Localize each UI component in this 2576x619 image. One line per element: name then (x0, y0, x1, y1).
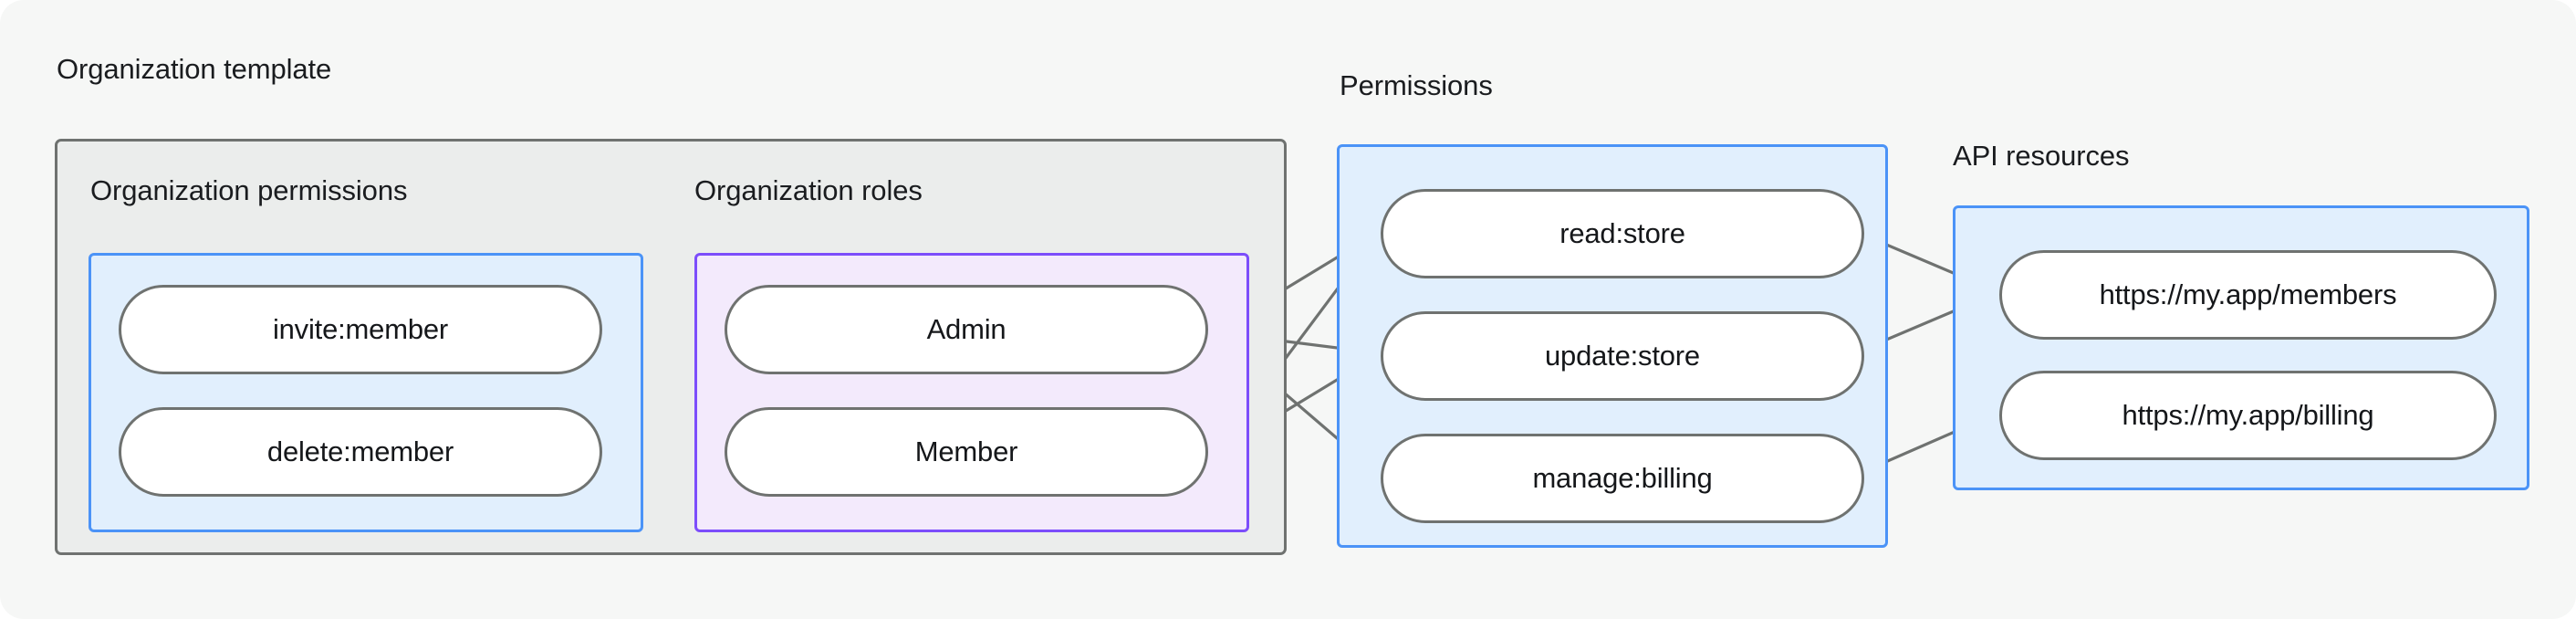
node-billing-url[interactable]: https://my.app/billing (1999, 371, 2497, 460)
node-update-store-label: update:store (1545, 340, 1700, 372)
node-manage-billing[interactable]: manage:billing (1381, 434, 1864, 523)
organization-permissions-group: invite:member delete:member (89, 253, 643, 532)
organization-template-title: Organization template (57, 53, 332, 85)
organization-permissions-title: Organization permissions (90, 174, 408, 206)
node-read-store[interactable]: read:store (1381, 189, 1864, 278)
node-invite-member-label: invite:member (272, 313, 449, 345)
organization-roles-group: Admin Member (694, 253, 1249, 532)
organization-template-group: Organization permissions invite:member d… (55, 139, 1287, 555)
node-members-url[interactable]: https://my.app/members (1999, 250, 2497, 340)
node-members-url-label: https://my.app/members (2099, 278, 2397, 310)
node-billing-url-label: https://my.app/billing (2122, 399, 2374, 431)
node-update-store[interactable]: update:store (1381, 311, 1864, 401)
node-delete-member-label: delete:member (266, 435, 454, 467)
node-admin[interactable]: Admin (725, 285, 1208, 374)
organization-roles-title: Organization roles (694, 174, 923, 206)
node-delete-member[interactable]: delete:member (119, 407, 602, 497)
node-manage-billing-label: manage:billing (1532, 462, 1713, 494)
api-resources-title: API resources (1953, 140, 2130, 172)
node-invite-member[interactable]: invite:member (119, 285, 602, 374)
node-read-store-label: read:store (1559, 217, 1685, 249)
permissions-title: Permissions (1340, 69, 1493, 101)
permissions-group: read:store update:store manage:billing (1337, 144, 1888, 548)
node-member[interactable]: Member (725, 407, 1208, 497)
api-resources-group: https://my.app/members https://my.app/bi… (1953, 205, 2529, 490)
node-admin-label: Admin (926, 313, 1006, 345)
node-member-label: Member (914, 435, 1018, 467)
